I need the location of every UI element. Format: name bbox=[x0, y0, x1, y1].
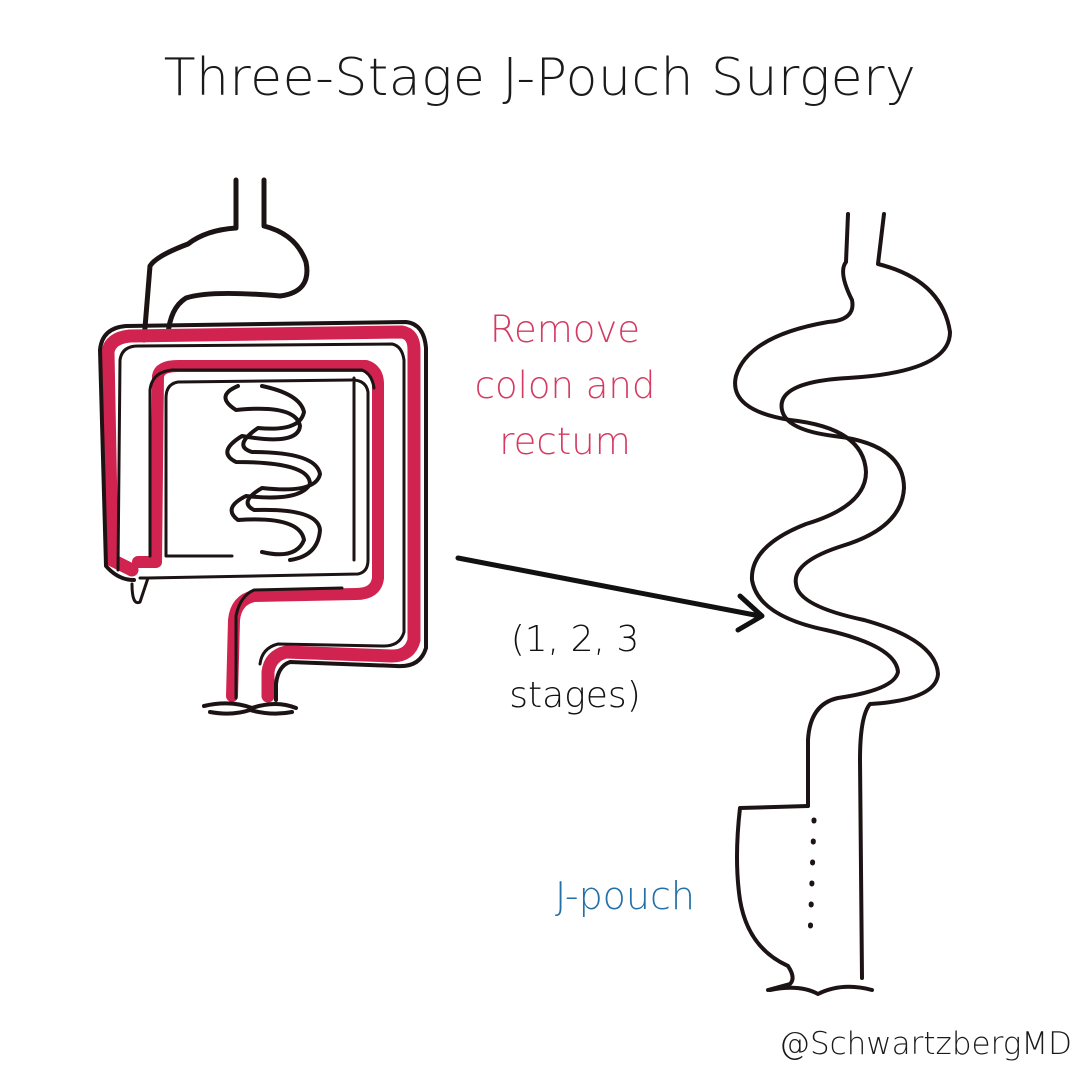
j-pouch-staple-line bbox=[807, 817, 817, 943]
remove-colon-label-line1: Remove bbox=[489, 308, 641, 351]
colon-outline-outer bbox=[98, 320, 428, 702]
small-intestine-inner-wall bbox=[779, 212, 952, 980]
colon-highlight-outer bbox=[101, 325, 421, 703]
stages-label: (1, 2, 3 stages) bbox=[470, 612, 680, 724]
small-intestine-coils bbox=[223, 384, 322, 562]
stages-label-line1: (1, 2, 3 bbox=[510, 619, 640, 660]
j-pouch-anastomosis bbox=[768, 984, 874, 996]
colon-outline-inner bbox=[130, 368, 376, 700]
remove-colon-label-line3: rectum bbox=[499, 420, 631, 463]
before-anatomy-drawing bbox=[98, 177, 428, 716]
diagram-title: Three-Stage J-Pouch Surgery bbox=[163, 48, 917, 108]
after-anatomy-drawing bbox=[733, 212, 952, 996]
stomach-outline bbox=[141, 177, 310, 343]
remove-colon-label: Remove colon and rectum bbox=[440, 302, 690, 470]
small-intestine-outer-wall bbox=[733, 212, 900, 808]
colon-outline-middle bbox=[116, 342, 406, 666]
j-pouch-outline bbox=[735, 804, 810, 992]
stages-label-line2: stages) bbox=[509, 675, 641, 716]
remove-colon-label-line2: colon and bbox=[474, 364, 656, 407]
j-pouch-label: J-pouch bbox=[555, 874, 695, 918]
author-credit: @SchwartzbergMD bbox=[778, 1026, 1072, 1062]
arrow-right-icon bbox=[455, 555, 765, 633]
colon-highlight-inner bbox=[132, 360, 384, 702]
anus-base bbox=[202, 701, 298, 716]
